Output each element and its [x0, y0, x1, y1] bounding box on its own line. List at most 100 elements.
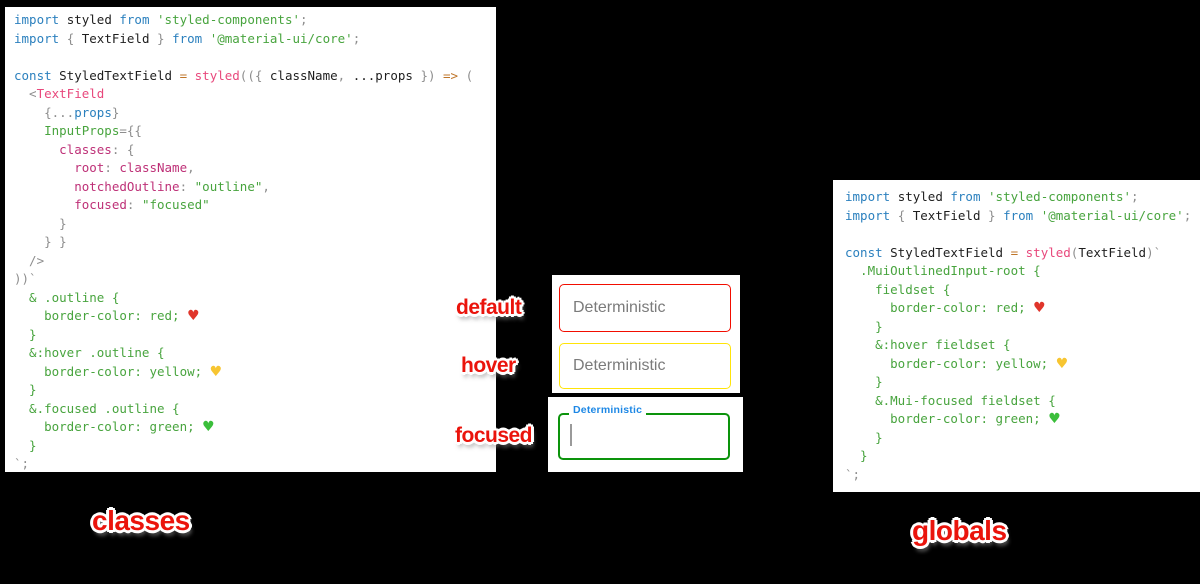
code-token: (: [465, 67, 474, 83]
code-token: styled: [66, 12, 120, 27]
code-line: import styled from 'styled-components';: [845, 188, 1191, 207]
textfield-focused[interactable]: [558, 413, 730, 460]
code-panel-globals: [833, 180, 1200, 492]
code-token: {: [897, 207, 913, 223]
code-token: notchedOutline: [14, 178, 180, 194]
code-line: }: [845, 373, 1191, 392]
code-token: } }: [14, 234, 67, 249]
code-line: {...props}: [14, 104, 473, 123]
code-line: const StyledTextField = styled(({ classN…: [14, 67, 473, 86]
code-line: import { TextField } from '@material-ui/…: [14, 30, 473, 49]
code-token: ))`: [14, 271, 37, 286]
code-token: TextField: [81, 30, 150, 46]
code-token: ,: [262, 178, 270, 194]
code-token: from: [172, 30, 210, 46]
code-token: StyledTextField: [59, 67, 180, 83]
code-token: TextField: [1078, 244, 1147, 260]
code-line: import styled from 'styled-components';: [14, 11, 473, 30]
code-line: `;: [845, 466, 1191, 485]
code-token: =: [179, 67, 195, 83]
code-line: `;: [14, 455, 473, 474]
code-token: :: [126, 197, 142, 212]
code-token: }: [111, 104, 120, 120]
code-line: &.focused .outline {: [14, 400, 473, 419]
code-token: import: [845, 207, 898, 223]
code-line: const StyledTextField = styled(TextField…: [845, 244, 1191, 263]
code-line: root: className,: [14, 159, 473, 178]
code-line: InputProps={{: [14, 122, 473, 141]
code-token: root: [14, 160, 105, 175]
code-line: &:hover fieldset {: [845, 336, 1191, 355]
code-token: classes: [14, 141, 112, 157]
code-line: }: [14, 326, 473, 345]
code-token: border-color: red;: [845, 300, 1034, 315]
heart-icon: ♥: [202, 419, 215, 435]
heart-icon: ♥: [1055, 355, 1069, 372]
code-token: import: [14, 12, 67, 27]
code-token: ,: [187, 160, 195, 175]
code-token: )`: [1146, 244, 1162, 260]
code-token: props: [74, 104, 112, 120]
code-line: fieldset {: [845, 281, 1191, 300]
code-token: TextField: [912, 207, 981, 223]
code-token: from: [1003, 207, 1041, 223]
heart-icon: ♥: [187, 308, 200, 324]
code-line: &.Mui-focused fieldset {: [845, 392, 1191, 411]
code-token: className: [269, 67, 338, 83]
code-token: }: [845, 374, 883, 389]
code-token: '@material-ui/core': [1040, 207, 1184, 223]
code-token: fieldset {: [845, 281, 951, 297]
code-line: border-color: green; ♥: [14, 418, 473, 437]
code-token: border-color: green;: [14, 419, 203, 434]
code-token: border-color: green;: [845, 411, 1049, 426]
code-token: const: [14, 67, 60, 83]
code-line: border-color: red; ♥: [14, 307, 473, 326]
textfield-default[interactable]: [559, 284, 731, 332]
code-token: =>: [443, 67, 466, 83]
textfield-floating-label: Deterministic: [569, 404, 647, 416]
code-block-globals: import styled from 'styled-components';i…: [845, 188, 1191, 484]
code-token: ;: [1183, 207, 1192, 223]
code-block-classes: import styled from 'styled-components';i…: [14, 11, 473, 474]
heart-icon: ♥: [1048, 411, 1061, 427]
code-token: 'styled-components': [988, 189, 1132, 204]
code-token: ;: [352, 30, 361, 46]
code-token: }: [845, 429, 883, 445]
code-panel-classes: [5, 7, 496, 472]
code-line: }: [845, 318, 1191, 337]
code-token: }: [980, 207, 1004, 223]
code-line: }: [845, 447, 1191, 466]
code-token: =: [1010, 244, 1026, 260]
code-token: InputProps: [14, 123, 120, 138]
code-token: className: [119, 160, 188, 175]
code-token: import: [14, 30, 67, 46]
code-token: TextField: [36, 86, 105, 101]
code-line: }: [14, 215, 473, 234]
annotation-default: default: [456, 296, 522, 319]
code-token: &.Mui-focused fieldset {: [845, 392, 1056, 408]
code-token: ...props: [352, 67, 413, 83]
code-token: `;: [845, 466, 861, 482]
code-line: }: [845, 429, 1191, 448]
textfield-hover[interactable]: [559, 343, 731, 389]
code-line: & .outline {: [14, 289, 473, 308]
code-line: <TextField: [14, 85, 473, 104]
code-token: StyledTextField: [890, 244, 1011, 260]
code-token: :: [179, 178, 195, 194]
code-token: (: [1070, 244, 1079, 260]
code-line: classes: {: [14, 141, 473, 160]
code-token: `;: [14, 456, 30, 471]
code-line: .MuiOutlinedInput-root {: [845, 262, 1191, 281]
code-token: border-color: yellow;: [845, 355, 1056, 371]
code-line: &:hover .outline {: [14, 344, 473, 363]
code-token: &.focused .outline {: [14, 400, 180, 416]
code-token: }: [149, 30, 173, 46]
code-line: }: [14, 381, 473, 400]
code-token: "outline": [194, 178, 263, 194]
code-token: />: [14, 252, 45, 268]
code-token: 'styled-components': [157, 12, 301, 27]
code-line: [14, 48, 473, 67]
code-token: border-color: yellow;: [14, 363, 210, 379]
code-token: "focused": [141, 197, 210, 212]
